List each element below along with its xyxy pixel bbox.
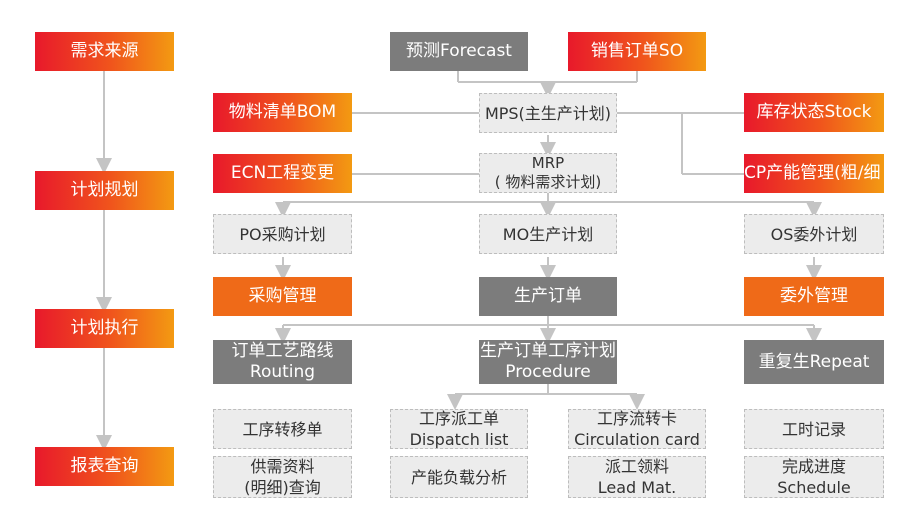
capacity-load-report: 产能负载分析 (390, 456, 528, 498)
po-plan-node: PO采购计划 (213, 214, 352, 254)
capacity-node: CP产能管理(粗/细 (744, 154, 884, 193)
stage-execution: 计划执行 (35, 309, 174, 348)
stock-node: 库存状态Stock (744, 93, 884, 132)
dispatch-report: 工序派工单 Dispatch list (390, 409, 528, 449)
routing-node: 订单工艺路线 Routing (213, 340, 352, 384)
repeat-node: 重复生Repeat (744, 340, 884, 384)
bom-node: 物料清单BOM (213, 93, 352, 132)
mrp-node: MRP ( 物料需求计划) (479, 153, 617, 193)
ecn-node: ECN工程变更 (213, 154, 352, 193)
purchase-mgmt-node: 采购管理 (213, 277, 352, 316)
forecast-node: 预测Forecast (390, 32, 528, 71)
procedure-node: 生产订单工序计划 Procedure (479, 340, 617, 384)
supply-demand-report: 供需资料 (明细)查询 (213, 456, 352, 498)
schedule-report: 完成进度 Schedule (744, 456, 884, 498)
stage-demand: 需求来源 (35, 32, 174, 71)
mps-node: MPS(主生产计划) (479, 93, 617, 133)
circulation-report: 工序流转卡 Circulation card (568, 409, 706, 449)
lead-mat-report: 派工领料 Lead Mat. (568, 456, 706, 498)
stage-reports: 报表查询 (35, 447, 174, 486)
os-plan-node: OS委外计划 (744, 214, 884, 254)
work-time-report: 工时记录 (744, 409, 884, 449)
stage-planning: 计划规划 (35, 171, 174, 210)
transfer-report: 工序转移单 (213, 409, 352, 449)
sales-order-node: 销售订单SO (568, 32, 706, 71)
mo-plan-node: MO生产计划 (479, 214, 617, 254)
outsource-mgmt-node: 委外管理 (744, 277, 884, 316)
production-order-node: 生产订单 (479, 277, 617, 316)
